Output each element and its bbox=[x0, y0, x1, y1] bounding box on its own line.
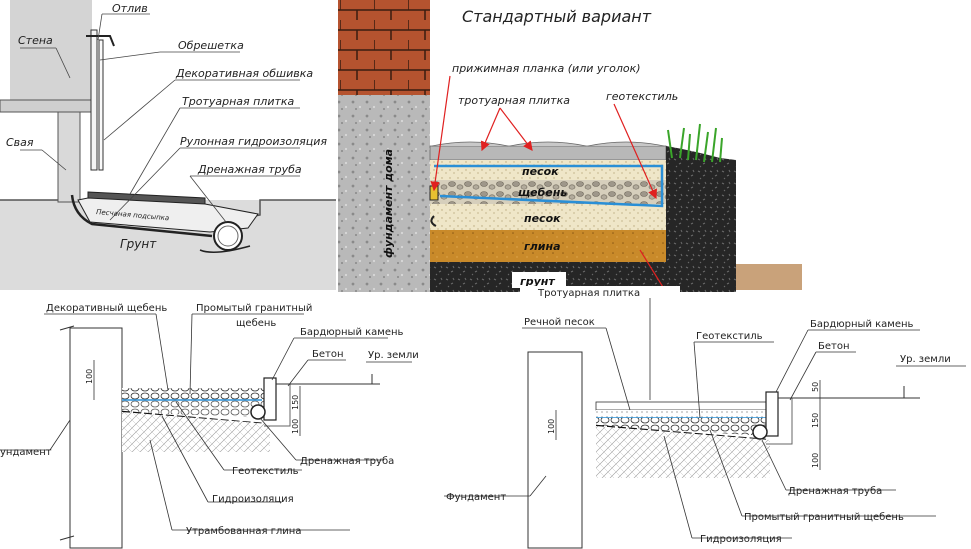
label-promyt-granit-bl: Промытый гранитный bbox=[196, 303, 312, 314]
label-trotuar-plitka: Тротуарная плитка bbox=[182, 95, 295, 108]
label-beton-bl: Бетон bbox=[312, 349, 344, 360]
label-trotuar-plitka-2: тротуарная плитка bbox=[458, 94, 570, 107]
label-promyt-granit-br: Промытый гранитный щебень bbox=[744, 512, 904, 523]
label-obreshetka: Обрешетка bbox=[178, 39, 244, 52]
label-beton-br: Бетон bbox=[818, 341, 850, 352]
label-drenazh-br: Дренажная труба bbox=[788, 486, 882, 497]
layer-label-grunt: грунт bbox=[520, 275, 555, 288]
label-ur-zemli-bl: Ур. земли bbox=[368, 350, 419, 361]
compacted-layer-br bbox=[596, 426, 770, 478]
label-geotekstil-br: Геотекстиль bbox=[696, 331, 763, 342]
layer-label-glina: глина bbox=[524, 240, 561, 253]
label-gidroizol-bl: Гидроизоляция bbox=[212, 494, 294, 505]
layer-clay bbox=[430, 230, 666, 262]
label-prizhim-planka: прижимная планка (или уголок) bbox=[452, 62, 641, 75]
dim-150-bl: 150 bbox=[291, 395, 300, 410]
label-bordyur-br: Бардюрный камень bbox=[810, 319, 914, 330]
house-foundation bbox=[338, 95, 430, 292]
panel-bottom-right: Тротуарная плитка Ур. земли 100 50 150 1… bbox=[444, 286, 966, 549]
label-utramb-glina: Утрамбованная глина bbox=[186, 526, 301, 537]
label-drenazh-truba: Дренажная труба bbox=[197, 163, 302, 176]
brick-wall bbox=[338, 0, 430, 95]
label-grunt: Грунт bbox=[120, 237, 157, 251]
foundation-left bbox=[69, 327, 123, 549]
panel-bottom-left: Ур. земли 100 150 100 Декоративный щебен… bbox=[0, 303, 419, 549]
label-geotekstil-bl: Геотекстиль bbox=[232, 466, 299, 477]
drain-pipe-br-icon bbox=[752, 424, 768, 440]
paving-tiles-br bbox=[595, 401, 771, 411]
label-ur-zemli-br: Ур. земли bbox=[900, 354, 951, 365]
label-promyt-granit-bl-2: щебень bbox=[236, 318, 276, 329]
label-dekor-obshivka: Декоративная обшивка bbox=[175, 67, 313, 80]
washed-granite-layer-br bbox=[596, 418, 770, 436]
paving-tiles bbox=[429, 145, 667, 161]
layer-soil-side bbox=[666, 146, 736, 292]
layer-label-pesok-1: песок bbox=[522, 165, 559, 178]
foundation-right bbox=[527, 351, 583, 549]
soil-sample bbox=[736, 264, 802, 290]
dim-150-br: 150 bbox=[811, 413, 820, 428]
dim-100-b-br: 100 bbox=[811, 453, 820, 468]
label-geotekstil: геотекстиль bbox=[606, 90, 678, 103]
drain-pipe-bl-icon bbox=[250, 404, 266, 420]
dim-100-b-bl: 100 bbox=[291, 419, 300, 434]
label-drenazh-bl: Дренажная труба bbox=[300, 456, 394, 467]
title-standard: Стандартный вариант bbox=[462, 7, 652, 26]
grass-icon bbox=[667, 123, 723, 163]
label-fundament-doma: фундамент дома bbox=[382, 149, 395, 258]
river-sand-layer bbox=[596, 410, 770, 418]
label-trotuar-plitka-br: Тротуарная плитка bbox=[537, 288, 640, 299]
compacted-clay-layer bbox=[122, 412, 270, 452]
label-rechnoy-pesok: Речной песок bbox=[524, 317, 595, 328]
dim-50-br: 50 bbox=[811, 382, 820, 392]
curb-stone bbox=[263, 377, 277, 421]
label-gidroizol-br: Гидроизоляция bbox=[700, 534, 782, 545]
wall bbox=[10, 0, 92, 104]
label-rulon-gidro: Рулонная гидроизоляция bbox=[180, 135, 327, 148]
label-fundament-br: Фундамент bbox=[446, 492, 506, 503]
dim-100-a-br: 100 bbox=[547, 419, 556, 434]
label-fundament-bl: ундамент bbox=[0, 447, 52, 458]
layer-label-shcheben: щебень bbox=[518, 186, 567, 199]
label-svaya: Свая bbox=[6, 136, 34, 149]
label-stena: Стена bbox=[18, 34, 53, 47]
panel-top-right: фундамент дома Стандартный вариант bbox=[336, 0, 802, 293]
dim-100-a-bl: 100 bbox=[85, 369, 94, 384]
label-dekor-shcheben: Декоративный щебень bbox=[46, 303, 167, 314]
pile bbox=[57, 111, 81, 203]
decor-gravel-layer bbox=[122, 388, 272, 400]
label-otliv: Отлив bbox=[112, 2, 148, 15]
curb-stone-br bbox=[765, 391, 779, 437]
geotextile-line bbox=[434, 164, 664, 208]
layer-label-pesok-2: песок bbox=[524, 212, 561, 225]
layer-sand-2 bbox=[430, 204, 666, 230]
label-bordyur-bl: Бардюрный камень bbox=[300, 327, 404, 338]
panel-top-left: Отлив Стена Обрешетка Декоративная обшив… bbox=[0, 0, 336, 290]
